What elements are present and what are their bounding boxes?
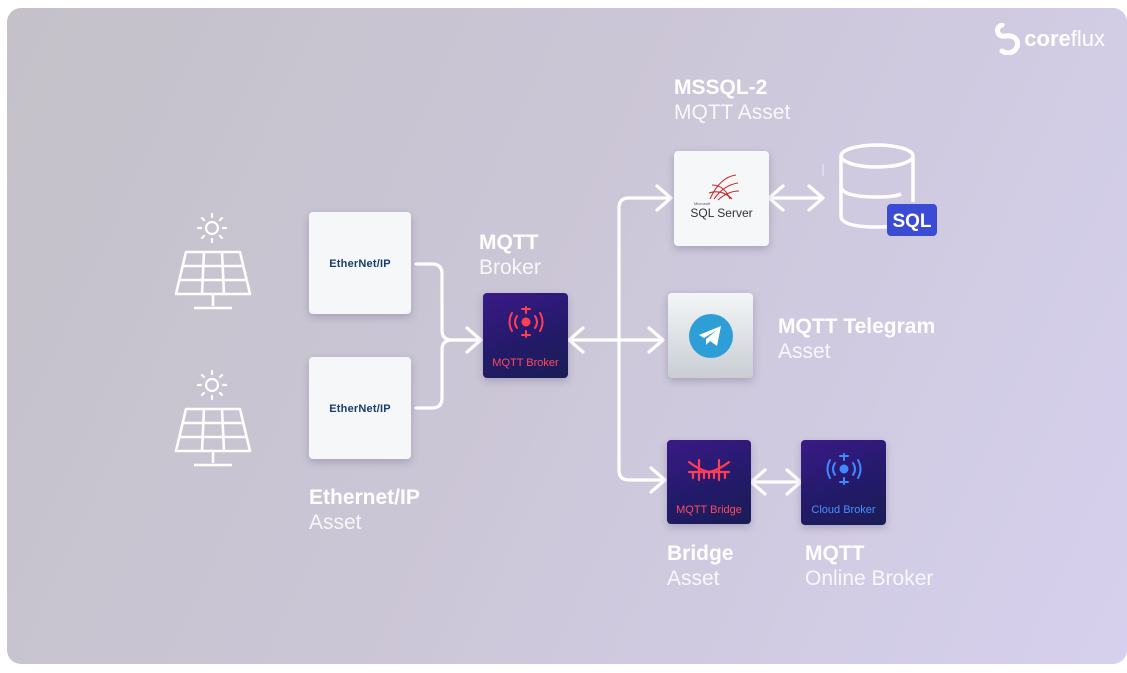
solar-group-1 <box>174 212 252 310</box>
ethernet-title: Ethernet/IP <box>309 486 420 509</box>
ethernet-ip-card-1[interactable]: EtherNet/IP <box>309 212 411 314</box>
bridge-title: Bridge <box>667 542 734 565</box>
mssql-subtitle: MQTT Asset <box>674 101 791 125</box>
mqtt-broker-card-label: MQTT Broker <box>492 357 559 369</box>
telegram-card[interactable] <box>668 293 753 378</box>
link-hub-vertical <box>617 196 673 210</box>
ethernet-subtitle: Asset <box>309 511 362 535</box>
arrowhead-telegram <box>647 326 665 354</box>
mssql-label: MSSQL-2 MQTT Asset <box>674 75 790 125</box>
cloud-broker-card[interactable]: Cloud Broker <box>801 440 886 525</box>
link-ethernet2-broker <box>414 338 481 410</box>
broker-title: MQTT <box>479 231 539 254</box>
mqtt-bridge-card-label: MQTT Bridge <box>676 504 742 516</box>
telegram-label: MQTT Telegram Asset <box>778 314 935 364</box>
broker-label: MQTT Broker <box>479 230 541 280</box>
sql-server-logo-icon <box>708 174 740 201</box>
telegram-title: MQTT Telegram <box>778 315 936 338</box>
telegram-icon <box>689 314 733 358</box>
coreflux-logo: coreflux <box>994 23 1105 55</box>
solar-panel-icon <box>174 407 252 467</box>
database-icon: SQL <box>839 143 937 236</box>
sql-server-vendor: Microsoft <box>694 201 711 206</box>
bridge-subtitle: Asset <box>667 567 720 591</box>
arrowhead-bridge <box>649 466 667 494</box>
coreflux-wordmark-bold: core <box>1024 26 1071 51</box>
sql-badge-text: SQL <box>892 211 931 232</box>
coreflux-logo-icon <box>995 23 1021 55</box>
sql-badge <box>887 204 937 236</box>
bridge-label: Bridge Asset <box>667 541 734 591</box>
online-broker-title: MQTT <box>805 542 865 565</box>
ethernet-label: Ethernet/IP Asset <box>309 485 420 535</box>
ethernet-ip-logo: EtherNet/IP <box>329 403 391 415</box>
coreflux-wordmark: coreflux <box>1024 26 1105 52</box>
coreflux-wordmark-light: flux <box>1070 26 1105 51</box>
online-broker-subtitle: Online Broker <box>805 567 934 591</box>
solar-panel-icon <box>174 250 252 310</box>
sql-server-name: SQL Server <box>690 206 753 220</box>
online-broker-label: MQTT Online Broker <box>805 541 933 591</box>
cloud-broker-card-label: Cloud Broker <box>811 504 876 516</box>
mssql-title: MSSQL-2 <box>674 76 768 99</box>
arrowhead-broker-in <box>465 326 483 354</box>
mqtt-broker-card[interactable]: MQTT Broker <box>483 293 568 378</box>
broadcast-icon <box>508 306 544 338</box>
bridge-icon <box>687 458 731 482</box>
sun-icon <box>196 369 228 401</box>
ethernet-ip-logo: EtherNet/IP <box>329 258 391 270</box>
ethernet-ip-card-2[interactable]: EtherNet/IP <box>309 357 411 459</box>
solar-group-2 <box>174 369 252 467</box>
sql-server-card[interactable]: Microsoft SQL Server <box>674 151 769 246</box>
broker-subtitle: Broker <box>479 256 541 280</box>
sun-icon <box>196 212 228 244</box>
telegram-subtitle: Asset <box>778 340 831 364</box>
diagram-canvas: EtherNet/IP EtherNet/IP MQTT Broker <box>7 8 1127 664</box>
mqtt-bridge-card[interactable]: MQTT Bridge <box>667 440 751 524</box>
arrowhead-sql <box>655 184 673 212</box>
connection-lines <box>414 164 825 496</box>
arrowhead-broker-out <box>567 326 585 354</box>
broadcast-icon <box>826 453 862 485</box>
